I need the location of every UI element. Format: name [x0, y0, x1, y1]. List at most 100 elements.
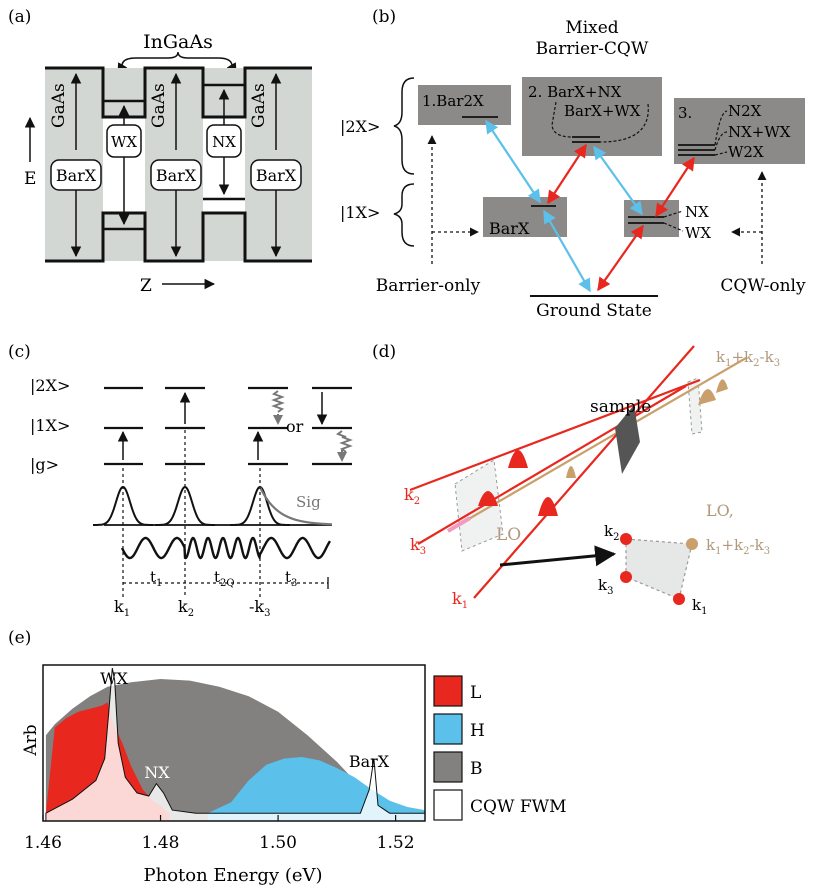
dot-lo: [686, 538, 698, 550]
t3-label: t3: [285, 568, 297, 589]
cqw-only-label: CQW-only: [720, 276, 806, 296]
pulse-on-k2: [508, 450, 528, 468]
signal-curve: [259, 486, 332, 526]
legend-swatch-h: [433, 713, 463, 745]
signal-pulse-1: [698, 389, 716, 405]
k1-label-d: k1: [452, 589, 468, 611]
beam-k1: [473, 345, 695, 599]
output-plane: [687, 377, 703, 435]
panel-b-label: (b): [372, 7, 396, 27]
k2-label-d: k2: [404, 485, 420, 507]
oscillation-trace: [120, 536, 332, 561]
ket-g-c: |g>: [30, 455, 59, 474]
conduction-band-edge: [45, 66, 312, 119]
legend-label-b: B: [470, 759, 483, 779]
or-label: or: [286, 417, 304, 436]
gaas-label-2: GaAs: [149, 83, 169, 128]
brace-1x: [393, 183, 415, 247]
mixed-title-2: Barrier-CQW: [536, 39, 649, 59]
energy-axis-label: E: [24, 169, 36, 189]
plot-frame: [42, 664, 426, 822]
lo-beam: [447, 357, 747, 532]
red-arrow-cqw1x-ground: [597, 224, 644, 292]
x-tick-label: 1.52: [377, 833, 415, 853]
sig-label: Sig: [296, 493, 321, 511]
k3-dot-label: k3: [598, 576, 613, 597]
barx-label-b: BarX: [489, 219, 530, 238]
lo-right-label-1: LO,: [706, 501, 734, 520]
lo-right-label-2: k1+k2-k3: [706, 536, 770, 557]
blue-arrow-bar2x-barx: [485, 119, 541, 204]
beam-k3: [417, 385, 687, 545]
signal-pulse-2: [716, 379, 728, 393]
boxcar-square: [625, 538, 693, 600]
sample-plate: [615, 405, 640, 474]
n2x-dash: [714, 110, 728, 146]
x-tick-label: 1.46: [24, 833, 62, 853]
barx-label-3: BarX: [256, 166, 297, 185]
pulse-on-k3: [478, 491, 498, 506]
barx-box-1: [50, 159, 102, 191]
box-cqw1x: [624, 200, 679, 237]
box-bar2x-label: 1.Bar2X: [422, 92, 484, 110]
w2x-label: W2X: [728, 143, 764, 161]
nx-label-b: NX: [685, 203, 709, 221]
output-beam-label: k1+k2-k3: [716, 348, 780, 369]
ket-2x-b: |2X>: [340, 117, 380, 136]
nxwx-label: NX+WX: [728, 123, 791, 141]
wx-label-b: WX: [685, 224, 711, 242]
beam-k2: [409, 378, 701, 492]
k3-label-c: -k3: [249, 597, 270, 619]
mixed-dash-2: [599, 103, 649, 143]
panel-d-label: (d): [372, 342, 396, 362]
peak-label-barx: BarX: [349, 752, 390, 771]
panel-c-label: (c): [8, 342, 31, 362]
box-bar2x: [418, 85, 511, 125]
k3-label-d: k3: [410, 535, 426, 557]
panel-e-label: (e): [8, 628, 31, 648]
barx-box-2: [150, 159, 202, 191]
blue-arrow-mixed-cqw: [593, 145, 643, 216]
y-axis-label: Arb: [21, 724, 41, 756]
gaas-label-1: GaAs: [49, 83, 69, 128]
dot-k1: [673, 593, 685, 605]
barx-label-1: BarX: [56, 166, 97, 185]
pulse-on-k1: [538, 497, 558, 516]
nxwx-dash: [714, 131, 728, 151]
area-series-cqw-fwm: [45, 668, 426, 822]
wx-label: WX: [111, 133, 137, 151]
peak-label-nx: NX: [144, 763, 170, 782]
z-axis-label: Z: [140, 276, 152, 296]
nx-box: [206, 124, 242, 158]
barrier-only-label: Barrier-only: [376, 276, 481, 296]
pulse-on-lo: [566, 466, 576, 478]
t2q-label: t2Q: [214, 568, 235, 589]
box-geometry-arrow: [499, 545, 617, 567]
k1-label-c: k1: [114, 597, 130, 619]
x-tick-label: 1.48: [142, 833, 180, 853]
k1-dot-label: k1: [692, 596, 707, 617]
lo-label-d: LO: [496, 525, 521, 545]
panel-b: (b) Mixed Barrier-CQW |2X> |1X> 1.Bar2X …: [340, 7, 806, 321]
ingaas-brace: [121, 51, 233, 67]
sample-label: sample: [590, 397, 651, 417]
ket-1x-b: |1X>: [340, 203, 380, 222]
dot-k2: [620, 533, 632, 545]
legend-label-l: L: [470, 683, 481, 703]
n2x-label: N2X: [728, 102, 762, 120]
panel-d: (d) sample k1+k2-k3 k2 k3 k1 LO k2 k3 k1…: [372, 342, 780, 617]
nx-label: NX: [212, 133, 236, 151]
brace-2x: [393, 77, 415, 175]
panel-a: (a) InGaAs GaAs GaAs GaAs BarX BarX BarX…: [8, 7, 312, 296]
w2x-dash: [714, 151, 728, 156]
box-mixed-line1: 2. BarX+NX: [528, 83, 622, 101]
gaas-label-3: GaAs: [249, 83, 269, 128]
wx-box: [106, 124, 142, 158]
k2-dot-label: k2: [604, 522, 619, 543]
t1-label: t1: [150, 568, 162, 589]
box-cqw2x: [674, 98, 805, 164]
box-mixed-line2: BarX+WX: [564, 102, 641, 120]
